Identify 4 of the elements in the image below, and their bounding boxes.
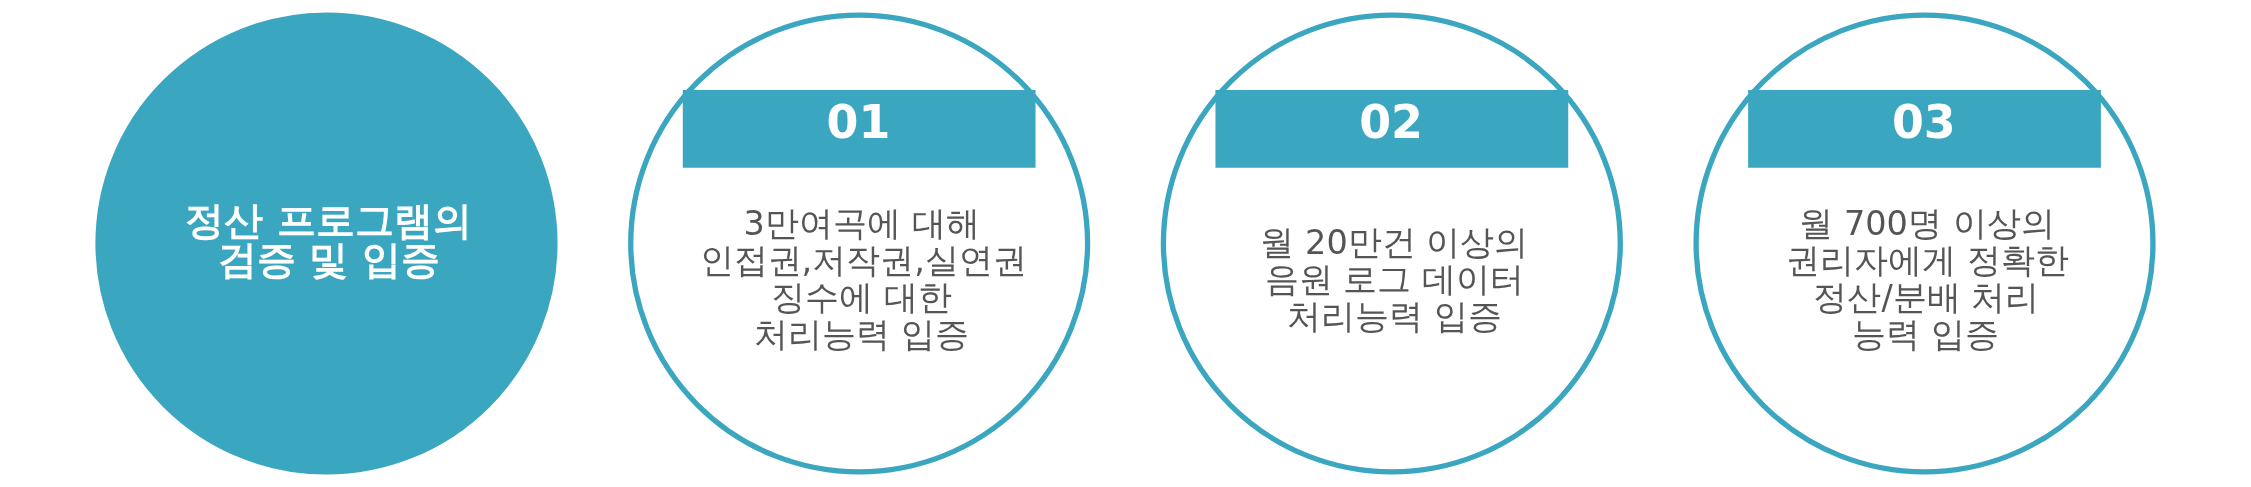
node-circle: 03 월 700명 이상의 권리자에게 정확한 정산/분배 처리 능력 입증	[1693, 12, 2156, 475]
node-circle: 정산 프로그램의 검증 및 입증	[95, 12, 558, 475]
node-circle: 02 월 20만건 이상의 음원 로그 데이터 처리능력 입증	[1160, 12, 1623, 475]
node-circle: 01 3만여곡에 대해 인접권,저작권,실연권 징수에 대한 처리능력 입증	[628, 12, 1091, 475]
